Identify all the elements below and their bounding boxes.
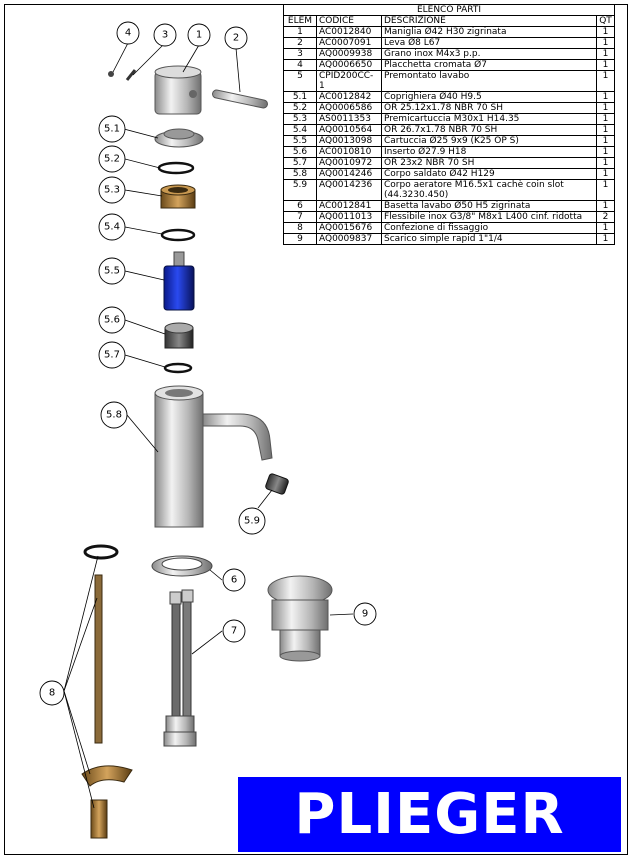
callout-label: 5.9 (244, 516, 260, 527)
callout-5-7: 5.7 (98, 341, 126, 369)
callout-label: 5.5 (104, 266, 120, 277)
callout-circle (98, 176, 126, 204)
parts-list-title: ELENCO PARTI (283, 4, 615, 15)
callout-label: 5.1 (104, 124, 120, 135)
callout-label: 9 (362, 609, 368, 620)
callout-circle (98, 145, 126, 173)
callout-label: 5.7 (104, 350, 120, 361)
callout-5-5: 5.5 (98, 257, 126, 285)
part-5-3-brass-nut (160, 184, 196, 209)
callout-8: 8 (39, 680, 65, 706)
callout-5-2: 5.2 (98, 145, 126, 173)
callout-circle (222, 619, 246, 643)
callout-5-8: 5.8 (100, 401, 128, 429)
callout-bubbles: 1 2 3 4 5.1 5.2 5.3 5.4 5.5 5.6 5.7 5.8 5.9 6 7 8 9 (39, 21, 377, 706)
callout-circle (238, 507, 266, 535)
callout-label: 8 (49, 688, 55, 699)
plieger-logo-text: PLIEGER (294, 782, 565, 847)
callout-label: 1 (196, 30, 202, 41)
callout-circle (98, 115, 126, 143)
row-elem: 9 (283, 233, 317, 245)
callout-5-4: 5.4 (98, 213, 126, 241)
callout-label: 6 (231, 575, 237, 586)
part-2-lever (212, 89, 268, 109)
row-qt: 1 (596, 233, 615, 245)
part-5-8-body (154, 385, 273, 528)
callout-1: 1 (187, 23, 211, 47)
part-6-base (151, 555, 213, 577)
callout-5-1: 5.1 (98, 115, 126, 143)
callout-4: 4 (116, 21, 140, 45)
row-description: Scarico simple rapid 1"1/4 (381, 233, 597, 245)
part-5-2-oring (157, 161, 195, 175)
callout-2: 2 (224, 26, 248, 50)
callout-circle (98, 341, 126, 369)
parts-list-table: ELENCO PARTI ELEM CODICE DESCRIZIONE QT … (283, 4, 615, 245)
callout-circle (153, 23, 177, 47)
part-3-grub-screw (125, 69, 137, 81)
callout-label: 4 (125, 28, 131, 39)
part-8-fixing-kit (81, 544, 133, 839)
callout-circle (222, 568, 246, 592)
callout-circle (353, 602, 377, 626)
callout-5-3: 5.3 (98, 176, 126, 204)
plieger-logo: PLIEGER (238, 777, 621, 852)
part-5-7-oring (163, 362, 193, 374)
part-5-6-insert (164, 322, 194, 349)
callout-label: 2 (233, 33, 239, 44)
callout-label: 3 (162, 30, 168, 41)
callout-3: 3 (153, 23, 177, 47)
callout-circle (100, 401, 128, 429)
part-5-1-cover (154, 128, 204, 148)
callout-circle (98, 213, 126, 241)
callout-label: 5.3 (104, 185, 120, 196)
callout-label: 7 (231, 626, 237, 637)
part-5-9-aerator (265, 473, 289, 495)
callout-label: 5.8 (106, 410, 122, 421)
callout-5-9: 5.9 (238, 507, 266, 535)
callout-circle (98, 257, 126, 285)
part-5-4-oring (160, 228, 196, 242)
row-code: AQ0009837 (316, 233, 382, 245)
callout-5-6: 5.6 (98, 306, 126, 334)
callout-circle (224, 26, 248, 50)
callout-7: 7 (222, 619, 246, 643)
callout-label: 5.6 (104, 315, 120, 326)
callout-circle (98, 306, 126, 334)
callout-circle (116, 21, 140, 45)
callout-circle (39, 680, 65, 706)
callout-label: 5.2 (104, 154, 120, 165)
callout-9: 9 (353, 602, 377, 626)
part-5-5-cartridge (163, 251, 195, 311)
part-4-plate (108, 71, 114, 77)
callout-6: 6 (222, 568, 246, 592)
callout-leaders (63, 42, 354, 809)
row-qt: 1 (596, 168, 615, 180)
part-7-flexible-hoses (163, 589, 197, 747)
part-1-handle (154, 65, 202, 115)
callout-circle (187, 23, 211, 47)
part-9-drain (267, 575, 333, 662)
callout-label: 5.4 (104, 222, 120, 233)
